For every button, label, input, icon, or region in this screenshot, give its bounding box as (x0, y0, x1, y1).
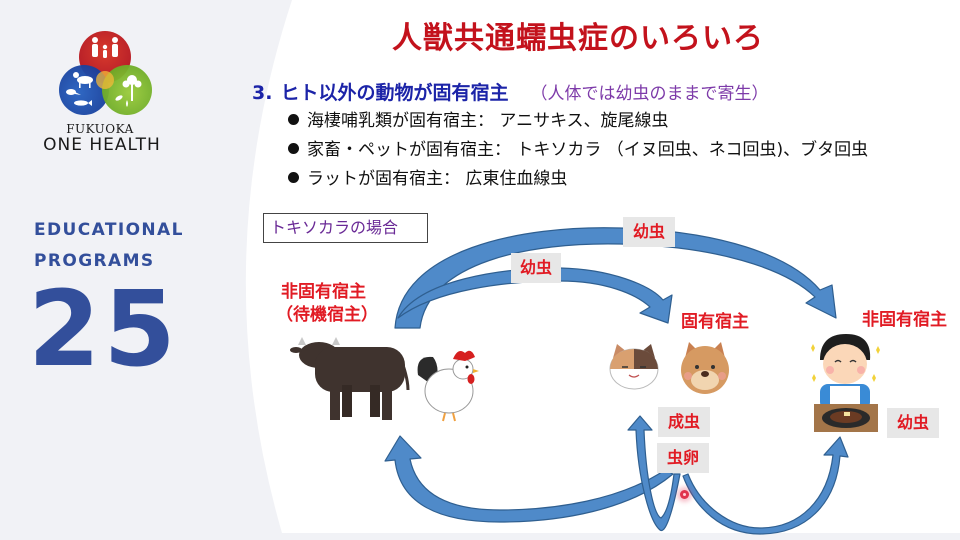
tree-icon (115, 75, 142, 107)
logo-green-circle (102, 65, 152, 115)
logo-text-fukuoka: FUKUOKA (66, 122, 134, 136)
laser-pointer-dot (680, 490, 689, 499)
paratenic-host-sublabel: （待機宿主） (276, 305, 378, 325)
animals-icon (66, 72, 93, 106)
bullet-item: 家畜・ペットが固有宿主： トキソカラ （イヌ回虫、ネコ回虫)、ブタ回虫 (288, 137, 868, 166)
egg-label: 虫卵 (657, 443, 709, 473)
larva-label-top: 幼虫 (623, 217, 675, 247)
case-label-box: トキソカラの場合 (263, 213, 428, 243)
dog-illustration (681, 342, 729, 394)
logo-text-one-health: ONE HEALTH (43, 135, 161, 155)
definitive-host-label: 固有宿主 (681, 312, 749, 332)
paratenic-host-label: 非固有宿主 (281, 282, 366, 302)
cow-illustration (290, 337, 410, 420)
fukuoka-one-health-logo (59, 31, 152, 115)
bullet-icon (288, 114, 299, 125)
program-number: 25 (28, 268, 179, 390)
larva-label-human: 幼虫 (887, 408, 939, 438)
adult-worm-label: 成虫 (658, 407, 710, 437)
boy-eating-illustration (811, 334, 880, 432)
educational-label: EDUCATIONAL (34, 220, 184, 240)
section-heading: 3. ヒト以外の動物が固有宿主 （人体では幼虫のままで寄生） (252, 78, 768, 105)
section-number: 3. (252, 82, 273, 104)
bullet-item: ラットが固有宿主： 広東住血線虫 (288, 166, 868, 195)
programs-label: PROGRAMS (34, 251, 155, 271)
bullet-list: 海棲哺乳類が固有宿主： アニサキス、旋尾線虫 家畜・ペットが固有宿主： トキソカ… (288, 108, 868, 195)
section-heading-text: ヒト以外の動物が固有宿主 (280, 82, 509, 104)
chicken-illustration (417, 350, 479, 422)
family-icon (92, 37, 118, 58)
bullet-icon (288, 172, 299, 183)
non-definitive-host-label: 非固有宿主 (862, 310, 947, 330)
bullet-icon (288, 143, 299, 154)
branding-panel: FUKUOKA ONE HEALTH EDUCATIONAL PROGRAMS … (0, 0, 230, 540)
slide-title: 人獣共通蠕虫症のいろいろ (392, 21, 764, 56)
larva-label-mid: 幼虫 (511, 253, 561, 283)
cat-illustration (609, 344, 659, 390)
bullet-item: 海棲哺乳類が固有宿主： アニサキス、旋尾線虫 (288, 108, 868, 137)
section-note: （人体では幼虫のままで寄生） (530, 84, 769, 104)
